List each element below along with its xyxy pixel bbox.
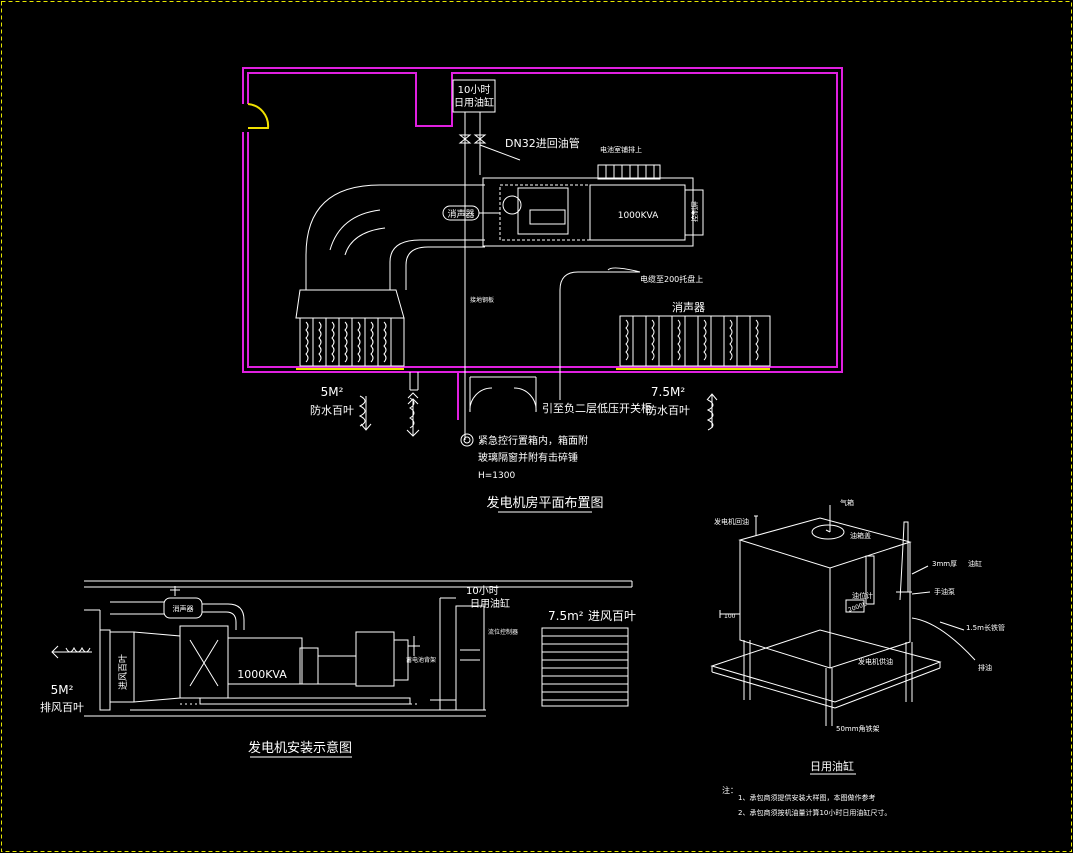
tank-feed: 发电机回油 [714, 517, 749, 526]
plan-view: 10小时 日用油缸 DN32进回油管 电池室铺排上 1000KVA 控制屏 消声… [242, 67, 843, 513]
estop-note-3: H=1300 [478, 471, 515, 481]
muffler-tag: 消声器 [447, 208, 474, 220]
left-louver-grid [299, 317, 405, 367]
install-side-tag: 进风百叶 [118, 654, 129, 690]
install-genset-rating: 1000KVA [237, 668, 287, 681]
day-tank-box [452, 79, 496, 113]
intake-louver [541, 627, 629, 707]
room-walls [242, 67, 843, 373]
tank-hose: 1.5m长铁管 [966, 623, 1005, 632]
genset-frame [482, 177, 694, 247]
notes-heading: 注： [722, 785, 738, 795]
notes: 注： 1、承包商须提供安装大样图，本图做作参考 2、承包商须按机油量计算10小时… [722, 785, 891, 817]
install-exhaust-area: 5M² [51, 683, 74, 697]
day-tank-label-1: 10小时 [458, 84, 491, 96]
genset-rating: 1000KVA [618, 211, 659, 221]
day-tank-label-2: 日用油缸 [454, 96, 494, 109]
installation-elevation: 消声器 进风百叶 1000KVA 10小时 日用油缸 流位控制器 蓄电池背架 [40, 580, 636, 758]
right-louver-area: 7.5M² [651, 385, 685, 399]
oil-pipe-label: DN32进回油管 [505, 136, 580, 150]
install-genset [179, 625, 229, 699]
left-louver-name: 防水百叶 [310, 403, 354, 417]
tank-title: 日用油缸 [810, 759, 854, 773]
right-louver-name: 防水百叶 [646, 403, 690, 417]
install-day-tank-1: 10小时 [466, 585, 499, 597]
tank-gauge: 油位计 [852, 591, 873, 600]
tank-supply: 发电机供油 [858, 657, 893, 666]
door-swing [247, 103, 270, 129]
install-vent-label: 进风百叶 [588, 609, 636, 623]
right-louver-grid [619, 315, 771, 367]
switch-note: 引至负二层低压开关柜 [542, 401, 652, 415]
install-day-tank [455, 605, 485, 711]
install-exhaust-name: 排风百叶 [40, 700, 84, 714]
install-battery: 蓄电池背架 [406, 656, 436, 664]
genset-side-label: 控制屏 [690, 201, 699, 222]
notes-line-1: 1、承包商须提供安装大样图，本图做作参考 [738, 793, 875, 802]
install-vent-area: 7.5m² [548, 609, 584, 623]
exhaust-duct [305, 184, 485, 290]
install-title: 发电机安装示意图 [248, 740, 352, 756]
install-silencer: 消声器 [173, 604, 194, 613]
riser-label: 接地钢板 [470, 296, 494, 304]
tank-thickness: 3mm厚 [932, 560, 957, 568]
tank-level: 100 [724, 613, 736, 620]
cable-label: 电缆至200托盘上 [640, 274, 703, 284]
tank-vent: 气箱 [840, 498, 854, 507]
install-tank-valve: 流位控制器 [488, 628, 518, 636]
notes-line-2: 2、承包商须按机油量计算10小时日用油缸尺寸。 [738, 808, 891, 817]
estop-note-2: 玻璃隔窗并附有击碎锤 [478, 451, 578, 464]
radiator-label: 电池室铺排上 [600, 145, 642, 154]
tank-drain: 排油 [978, 663, 992, 672]
tank-thickness-b: 油缸 [968, 559, 982, 568]
plan-title: 发电机房平面布置图 [486, 495, 603, 511]
day-tank-detail: 2000L 发电机回油 气箱 油箱盖 油位计 3mm厚 油缸 手油泵 100 1… [710, 498, 1005, 775]
radiator [597, 164, 661, 180]
tank-valve: 手油泵 [934, 587, 955, 596]
left-louver-area: 5M² [321, 385, 344, 399]
estop-note-1: 紧急控行置箱内，箱面附 [478, 434, 588, 447]
install-day-tank-2: 日用油缸 [470, 597, 510, 610]
tank-fill: 油箱盖 [850, 531, 871, 540]
right-muffler-label: 消声器 [672, 300, 705, 314]
tank-frame: 50mm角铁架 [836, 724, 880, 733]
double-door [469, 377, 537, 413]
